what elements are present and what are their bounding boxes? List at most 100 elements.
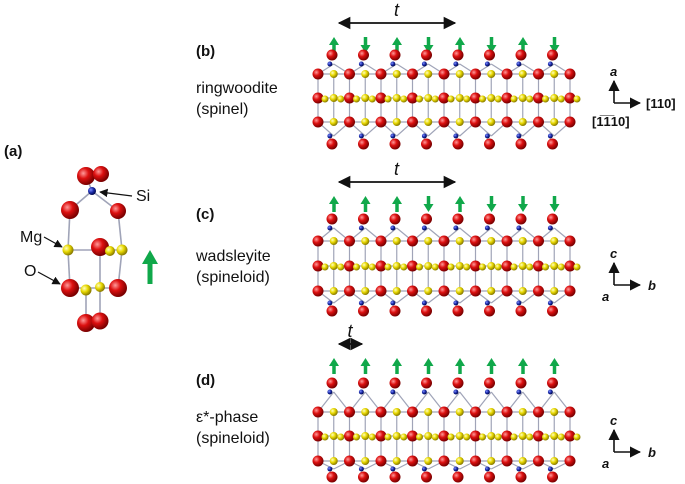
- oxygen-atom: [407, 285, 418, 297]
- oxygen-atom: [564, 430, 576, 442]
- magnesium-atom: [392, 94, 401, 102]
- magnesium-atom: [479, 95, 486, 103]
- crystal-axes: cba: [602, 413, 656, 471]
- magnesium-atom: [337, 433, 345, 441]
- panel-b-label: (b): [196, 43, 215, 60]
- magnesium-atom: [518, 432, 527, 440]
- silicon-atom: [358, 389, 364, 395]
- oxygen-atom: [389, 213, 401, 225]
- silicon-atom: [390, 225, 396, 231]
- axis-up-label: c: [610, 413, 618, 428]
- silicon-atom: [327, 466, 333, 472]
- magnesium-atom: [542, 263, 549, 271]
- magnesium-atom: [329, 118, 338, 126]
- silicon-atom: [358, 225, 364, 231]
- oxygen-atom: [344, 235, 355, 247]
- magnesium-atom: [518, 237, 527, 245]
- oxygen-atom: [344, 92, 355, 104]
- oxygen-atom: [389, 138, 401, 150]
- oxygen-atom: [312, 430, 324, 442]
- magnesium-atom: [384, 433, 392, 441]
- oxygen-atom: [358, 305, 369, 317]
- orientation-arrow-up: [329, 196, 339, 212]
- magnesium-atom: [392, 118, 401, 126]
- silicon-atom: [390, 466, 396, 472]
- magnesium-atom: [392, 70, 401, 78]
- magnesium-atom: [526, 433, 534, 441]
- oxygen-atom: [93, 166, 109, 182]
- si-pointer: [99, 188, 133, 198]
- oxygen-atom: [438, 430, 450, 442]
- oxygen-atom: [564, 92, 576, 104]
- oxygen-atom: [375, 260, 387, 272]
- period-label: t: [348, 321, 354, 341]
- orientation-arrows: [329, 358, 560, 374]
- silicon-atom: [453, 389, 459, 395]
- orientation-arrow-up: [518, 358, 528, 374]
- magnesium-atom: [455, 237, 464, 245]
- oxygen-atom: [407, 68, 418, 80]
- magnesium-atom: [479, 263, 486, 271]
- magnesium-atom: [384, 263, 392, 271]
- magnesium-atom: [573, 95, 581, 103]
- magnesium-atom: [487, 408, 496, 416]
- silicon-atom: [453, 466, 459, 472]
- magnesium-atom: [400, 263, 408, 271]
- oxygen-atom: [470, 92, 481, 104]
- magnesium-atom: [550, 457, 559, 465]
- magnesium-atom: [353, 433, 360, 441]
- oxygen-atom: [407, 455, 418, 467]
- magnesium-atom: [463, 433, 471, 441]
- magnesium-atom: [455, 457, 464, 465]
- magnesium-atom: [455, 94, 464, 102]
- oxygen-atom: [452, 305, 464, 317]
- orientation-arrow-up: [455, 358, 465, 374]
- magnesium-atom: [518, 262, 527, 270]
- phase-type: (spinel): [196, 101, 248, 118]
- oxygen-atom: [515, 377, 527, 389]
- magnesium-atom: [424, 457, 433, 465]
- magnesium-atom: [550, 118, 559, 126]
- orientation-arrow-down: [518, 196, 528, 212]
- oxygen-atom: [407, 260, 418, 272]
- magnesium-atom: [329, 70, 338, 78]
- mg-label: Mg: [20, 229, 42, 246]
- magnesium-atom: [573, 263, 581, 271]
- magnesium-atom: [518, 408, 527, 416]
- oxygen-atom: [484, 471, 495, 483]
- silicon-atom: [390, 389, 396, 395]
- oxygen-atom: [344, 406, 355, 418]
- magnesium-atom: [105, 246, 115, 256]
- silicon-atom: [484, 133, 490, 139]
- silicon-atom: [516, 225, 522, 231]
- oxygen-atom: [533, 116, 544, 128]
- silicon-atom: [327, 389, 333, 395]
- period-indicator: t: [337, 321, 364, 351]
- silicon-atom: [358, 61, 364, 67]
- unit-orientation-arrow: [142, 250, 158, 284]
- silicon-atom: [390, 300, 396, 306]
- magnesium-atom: [510, 433, 518, 441]
- magnesium-atom: [487, 70, 496, 78]
- magnesium-atom: [361, 70, 370, 78]
- oxygen-atom: [326, 138, 338, 150]
- magnesium-atom: [494, 263, 502, 271]
- oxygen-atom: [326, 49, 338, 61]
- silicon-atom: [516, 61, 522, 67]
- oxygen-atom: [533, 455, 544, 467]
- period-indicator: t: [337, 0, 457, 30]
- axis-right-label: b: [648, 278, 656, 293]
- oxygen-atom: [484, 213, 495, 225]
- magnesium-atom: [455, 432, 464, 440]
- oxygen-atom: [501, 430, 513, 442]
- silicon-atom: [547, 466, 553, 472]
- oxygen-atom: [470, 68, 481, 80]
- oxygen-atom: [470, 285, 481, 297]
- oxygen-atom: [312, 406, 324, 418]
- silicon-atom: [421, 225, 427, 231]
- magnesium-atom: [353, 263, 360, 271]
- magnesium-atom: [518, 70, 527, 78]
- magnesium-atom: [550, 70, 559, 78]
- period-label: t: [394, 0, 400, 20]
